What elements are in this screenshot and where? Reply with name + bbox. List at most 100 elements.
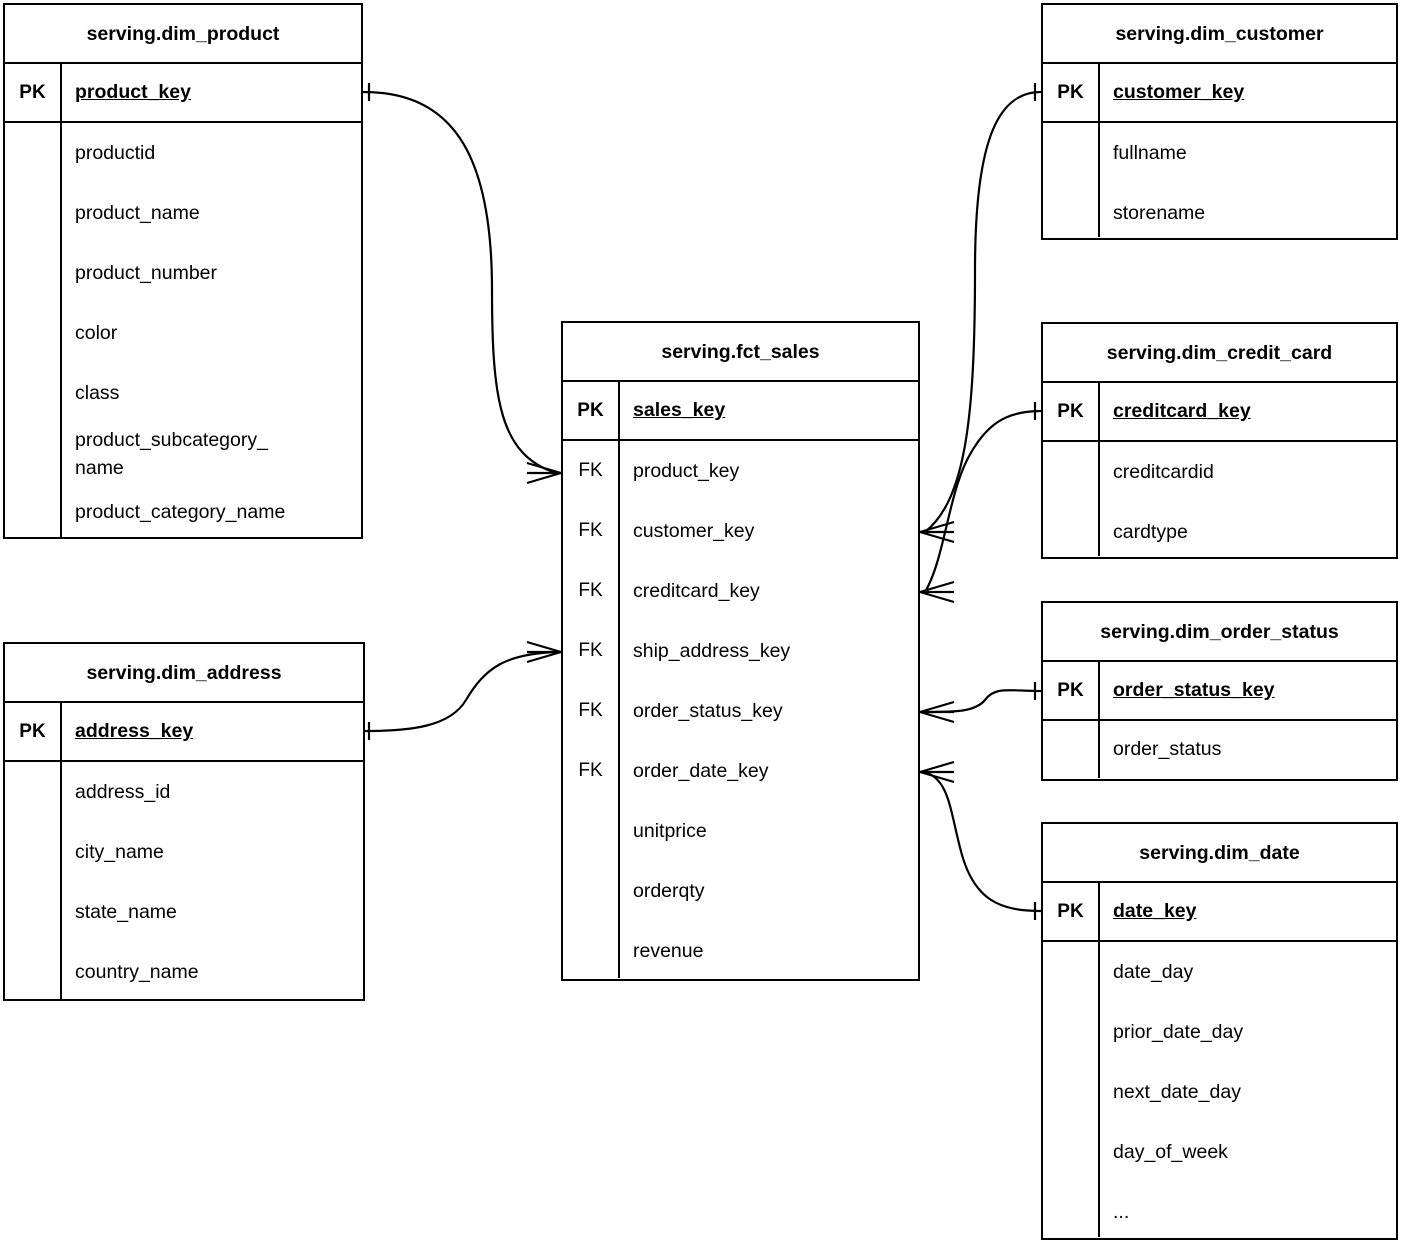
attribute-row: ship_address_key xyxy=(633,640,791,662)
attribute-list-dim-address: address_id city_name state_name country_… xyxy=(62,762,363,999)
attribute-block-dim-date: date_day prior_date_day next_date_day da… xyxy=(1043,942,1396,1237)
entity-dim-credit-card[interactable]: serving.dim_credit_card PK creditcard_ke… xyxy=(1041,322,1398,559)
relationship-creditcard-to-sales xyxy=(919,402,1042,604)
attribute-row: creditcard_key xyxy=(633,580,760,602)
attribute-block-dim-address: address_id city_name state_name country_… xyxy=(5,762,363,999)
attribute-block-dim-order-status: order_status xyxy=(1043,721,1396,778)
pk-field-dim-order-status: order_status_key xyxy=(1113,679,1275,701)
attribute-row: state_name xyxy=(75,901,177,923)
entity-title-dim-product: serving.dim_product xyxy=(5,5,361,64)
pk-tag-dim-address: PK xyxy=(5,703,62,760)
entity-fct-sales[interactable]: serving.fct_sales PK sales_key FK FK FK … xyxy=(561,321,920,981)
attribute-list-dim-order-status: order_status xyxy=(1100,721,1396,778)
crowsfoot-creditcard xyxy=(919,580,955,604)
pk-row-dim-order-status[interactable]: PK order_status_key xyxy=(1043,662,1396,721)
pk-row-dim-customer[interactable]: PK customer_key xyxy=(1043,64,1396,123)
attribute-keycol-dim-order-status xyxy=(1043,721,1100,778)
attribute-row: address_id xyxy=(75,781,171,803)
attribute-keycol-dim-product xyxy=(5,123,62,537)
attribute-row: creditcardid xyxy=(1113,461,1214,483)
fk-tag: FK xyxy=(578,700,603,721)
pk-field-dim-customer: customer_key xyxy=(1113,81,1245,103)
pk-row-dim-credit-card[interactable]: PK creditcard_key xyxy=(1043,383,1396,442)
crowsfoot-orderstatus xyxy=(919,700,955,724)
entity-dim-date[interactable]: serving.dim_date PK date_key date_day pr… xyxy=(1041,822,1398,1240)
entity-dim-customer[interactable]: serving.dim_customer PK customer_key ful… xyxy=(1041,3,1398,240)
attribute-list-dim-customer: fullname storename xyxy=(1100,123,1396,237)
pk-tag-dim-order-status: PK xyxy=(1043,662,1100,719)
attribute-row: day_of_week xyxy=(1113,1141,1228,1163)
attribute-row: orderqty xyxy=(633,880,705,902)
attribute-row: unitprice xyxy=(633,820,707,842)
attribute-row: customer_key xyxy=(633,520,755,542)
attribute-row: city_name xyxy=(75,841,164,863)
attribute-row: product_key xyxy=(633,460,740,482)
attribute-row: product_number xyxy=(75,262,218,284)
entity-dim-product[interactable]: serving.dim_product PK product_key produ… xyxy=(3,3,363,539)
pk-tag-fct-sales: PK xyxy=(563,382,620,439)
entity-dim-order-status[interactable]: serving.dim_order_status PK order_status… xyxy=(1041,601,1398,781)
attribute-list-dim-credit-card: creditcardid cardtype xyxy=(1100,442,1396,556)
attribute-row: ... xyxy=(1113,1201,1130,1223)
fk-tag: FK xyxy=(578,760,603,781)
entity-title-fct-sales: serving.fct_sales xyxy=(563,323,918,382)
crowsfoot-customer xyxy=(919,520,955,544)
attribute-keycol-fct-sales: FK FK FK FK FK FK xyxy=(563,441,620,978)
attribute-row: storename xyxy=(1113,202,1206,224)
attribute-keycol-dim-customer xyxy=(1043,123,1100,237)
attribute-row: class xyxy=(75,382,120,404)
fk-tag: FK xyxy=(578,520,603,541)
crowsfoot-date xyxy=(919,760,955,784)
relationship-customer-to-sales xyxy=(919,83,1042,544)
pk-field-dim-date: date_key xyxy=(1113,900,1197,922)
attribute-row: country_name xyxy=(75,961,199,983)
attribute-row: date_day xyxy=(1113,961,1194,983)
attribute-list-fct-sales: product_key customer_key creditcard_key … xyxy=(620,441,918,978)
pk-field-dim-credit-card: creditcard_key xyxy=(1113,400,1251,422)
attribute-block-dim-customer: fullname storename xyxy=(1043,123,1396,237)
attribute-row: productid xyxy=(75,142,156,164)
attribute-keycol-dim-address xyxy=(5,762,62,999)
fk-tag: FK xyxy=(578,580,603,601)
relationship-address-to-sales xyxy=(364,640,562,740)
attribute-row: revenue xyxy=(633,940,704,962)
pk-field-dim-address: address_key xyxy=(75,720,194,742)
entity-title-dim-credit-card: serving.dim_credit_card xyxy=(1043,324,1396,383)
attribute-keycol-dim-date xyxy=(1043,942,1100,1237)
attribute-row: product_subcategory_ name xyxy=(75,423,361,482)
pk-row-dim-product[interactable]: PK product_key xyxy=(5,64,361,123)
attribute-row: color xyxy=(75,322,118,344)
pk-tag-dim-customer: PK xyxy=(1043,64,1100,121)
attribute-row: order_status xyxy=(1113,738,1222,760)
attribute-row: prior_date_day xyxy=(1113,1021,1244,1043)
attribute-keycol-dim-credit-card xyxy=(1043,442,1100,556)
relationship-product-to-sales xyxy=(362,83,562,485)
pk-tag-dim-credit-card: PK xyxy=(1043,383,1100,440)
entity-title-dim-customer: serving.dim_customer xyxy=(1043,5,1396,64)
attribute-list-dim-date: date_day prior_date_day next_date_day da… xyxy=(1100,942,1396,1237)
attribute-row: order_date_key xyxy=(633,760,769,782)
attribute-block-dim-product: productid product_name product_number co… xyxy=(5,123,361,537)
attribute-block-fct-sales: FK FK FK FK FK FK product_key customer_k… xyxy=(563,441,918,978)
entity-title-dim-date: serving.dim_date xyxy=(1043,824,1396,883)
pk-field-dim-product: product_key xyxy=(75,81,191,103)
attribute-row: fullname xyxy=(1113,142,1187,164)
crowsfoot-product xyxy=(526,461,562,485)
pk-row-dim-address[interactable]: PK address_key xyxy=(5,703,363,762)
entity-dim-address[interactable]: serving.dim_address PK address_key addre… xyxy=(3,642,365,1001)
pk-tag-dim-date: PK xyxy=(1043,883,1100,940)
pk-row-fct-sales[interactable]: PK sales_key xyxy=(563,382,918,441)
attribute-text-line2: name xyxy=(75,457,124,479)
attribute-text-line1: product_subcategory_ xyxy=(75,429,268,451)
relationship-date-to-sales xyxy=(919,760,1042,920)
pk-row-dim-date[interactable]: PK date_key xyxy=(1043,883,1396,942)
relationship-orderstatus-to-sales xyxy=(919,682,1042,724)
pk-tag-dim-product: PK xyxy=(5,64,62,121)
fk-tag: FK xyxy=(578,640,603,661)
attribute-block-dim-credit-card: creditcardid cardtype xyxy=(1043,442,1396,556)
crowsfoot-address xyxy=(526,640,562,664)
pk-field-fct-sales: sales_key xyxy=(633,399,726,421)
attribute-row: order_status_key xyxy=(633,700,783,722)
attribute-row: product_name xyxy=(75,202,200,224)
